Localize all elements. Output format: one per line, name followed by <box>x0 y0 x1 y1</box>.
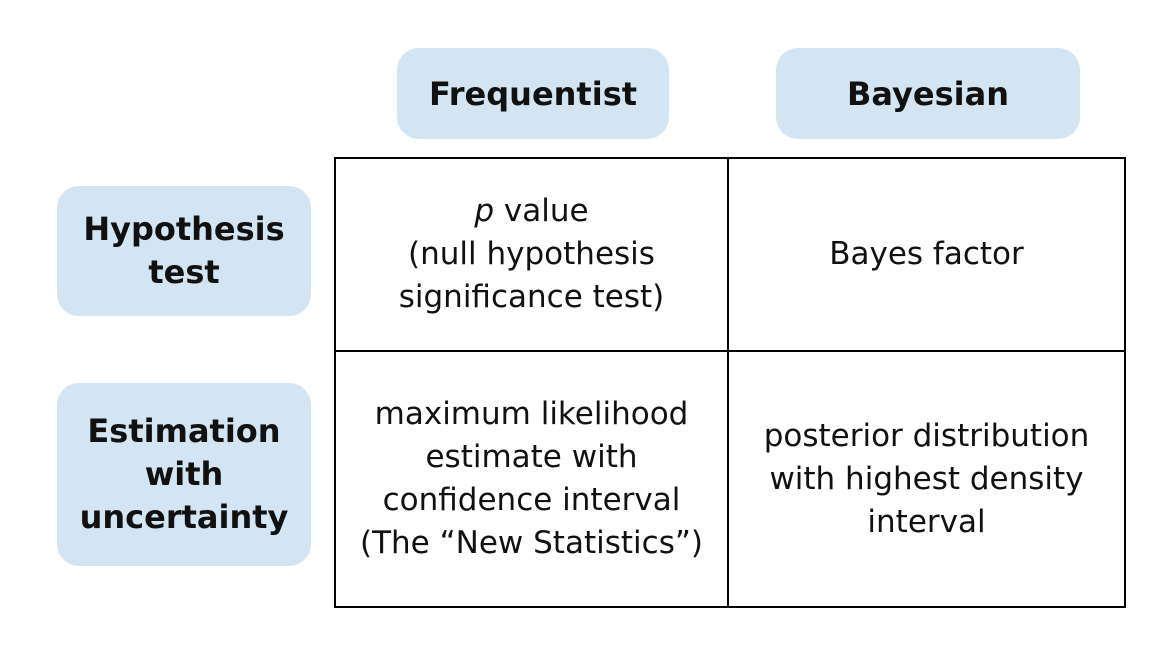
cell-text-line: with highest density <box>769 460 1084 497</box>
column-header-frequentist: Frequentist <box>397 48 669 139</box>
cell-text-line: posterior distribution <box>763 417 1090 454</box>
cell-estimation-bayesian: posterior distribution with highest dens… <box>729 352 1124 606</box>
row-header-estimation-line: Estimation <box>87 412 281 450</box>
cell-text-line: (null hypothesis <box>408 236 655 272</box>
cell-text-line: Bayes factor <box>829 236 1024 272</box>
row-header-estimation-line: uncertainty <box>79 498 289 536</box>
grid-vertical-divider <box>727 159 729 606</box>
cell-text-line: confidence interval <box>382 482 681 518</box>
row-header-estimation-line: with <box>144 455 224 493</box>
cell-hypothesis-frequentist: p value (null hypothesis significance te… <box>336 159 727 350</box>
row-header-hypothesis-test: Hypothesis test <box>57 186 311 316</box>
p-symbol: p <box>474 193 495 229</box>
column-header-bayesian-label: Bayesian <box>847 74 1009 113</box>
comparison-grid: p value (null hypothesis significance te… <box>334 157 1126 608</box>
cell-text-line: significance test) <box>398 279 665 315</box>
cell-hypothesis-bayesian: Bayes factor <box>729 159 1124 350</box>
column-header-frequentist-label: Frequentist <box>428 74 638 113</box>
row-header-estimation: Estimation with uncertainty <box>57 383 311 566</box>
column-header-bayesian: Bayesian <box>776 48 1080 139</box>
cell-text-line: (The “New Statistics”) <box>360 525 703 561</box>
cell-text-line: maximum likelihood <box>374 396 689 432</box>
cell-text-line: interval <box>867 503 986 540</box>
cell-text-line: estimate with <box>425 439 638 475</box>
cell-estimation-frequentist: maximum likelihood estimate with confide… <box>336 352 727 606</box>
cell-text-fragment: value <box>494 193 589 229</box>
grid-horizontal-divider <box>336 350 1124 352</box>
row-header-hypothesis-line: test <box>148 253 220 291</box>
row-header-hypothesis-line: Hypothesis <box>83 210 285 248</box>
cell-text-line: p value <box>474 190 588 233</box>
